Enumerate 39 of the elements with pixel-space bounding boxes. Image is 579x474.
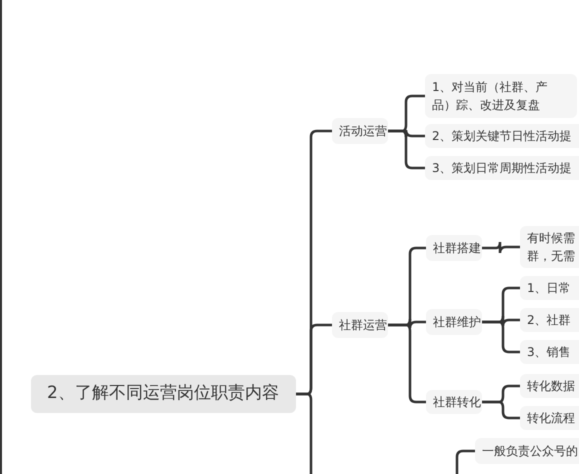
topic-box	[520, 308, 579, 332]
topic-box	[520, 340, 579, 364]
topic-box	[426, 309, 482, 335]
topic-text: 社群运营	[339, 317, 387, 334]
topic-box	[332, 118, 388, 144]
topic-box	[426, 235, 482, 261]
topic-box	[520, 374, 579, 398]
topic-box	[425, 156, 579, 180]
brace-connector	[480, 240, 522, 254]
topic-box	[426, 390, 482, 414]
topic-text: 2、了解不同运营岗位职责内容	[47, 382, 279, 406]
topic-box	[520, 226, 579, 268]
topic-text: 一般负责公众号的	[482, 443, 578, 460]
topic-text: 转化数据	[527, 378, 575, 395]
brace-connector	[294, 392, 312, 474]
topic-text: 社群搭建	[433, 240, 481, 257]
brace-connector	[456, 450, 476, 474]
topic-box	[475, 438, 579, 464]
topic-text: 社群维护	[433, 314, 481, 331]
topic-text: 3、销售	[527, 344, 571, 361]
topic-text: 社群转化	[433, 394, 481, 411]
brace-connector	[386, 130, 426, 170]
root-topic-box	[31, 375, 296, 413]
topic-box	[520, 406, 579, 430]
topic-box	[332, 312, 388, 338]
topic-text: 3、策划日常周期性活动提	[432, 160, 572, 177]
topic-text: 转化流程	[527, 410, 575, 427]
topic-box	[425, 124, 579, 148]
topic-box	[520, 276, 579, 300]
brace-connector	[480, 320, 522, 354]
brace-connector	[386, 324, 428, 404]
topic-box	[425, 74, 577, 118]
topic-text: 活动运营	[339, 123, 387, 140]
topic-text: 1、对当前（社群、产品）踪、改进及复盘	[432, 79, 549, 114]
topic-text: 2、策划关键节日性活动提	[432, 128, 572, 145]
topic-text: 1、日常	[527, 280, 571, 297]
brace-connector	[480, 400, 522, 420]
topic-text: 有时候需群，无需	[527, 230, 576, 265]
topic-text: 2、社群	[527, 312, 571, 329]
